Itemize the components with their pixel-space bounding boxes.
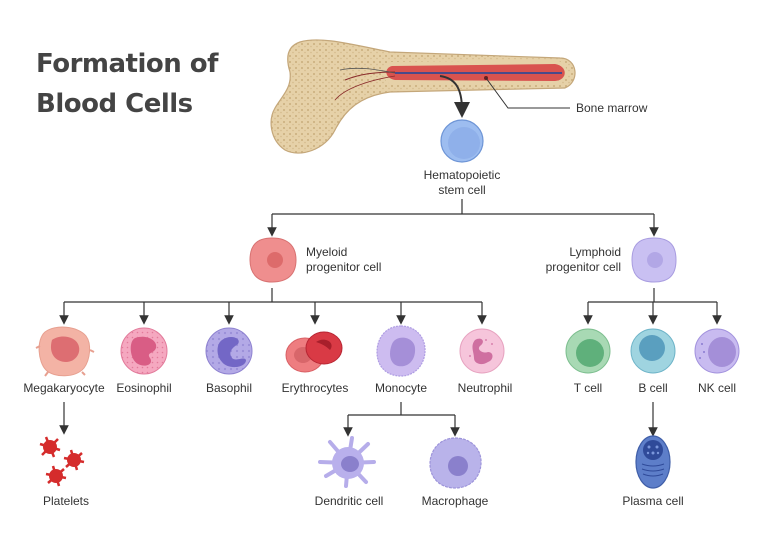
bone-marrow-label: Bone marrow xyxy=(576,101,648,115)
page-title: Formation of Blood Cells xyxy=(36,44,218,124)
b-cell-icon xyxy=(630,328,676,374)
lymphoid-label-line-2: progenitor cell xyxy=(545,260,621,274)
bone-marrow-pointer xyxy=(485,77,570,109)
myeloid-label-line-1: Myeloid xyxy=(306,245,348,259)
plasma-cell-icon xyxy=(635,435,671,489)
erythrocytes-label: Erythrocytes xyxy=(281,381,349,395)
eosinophil-icon xyxy=(120,327,168,375)
marrow-to-stem-arrow xyxy=(439,75,470,118)
basophil-icon xyxy=(205,327,253,375)
lymphoid-label-line-1: Lymphoid xyxy=(569,245,621,259)
megakaryocyte-icon xyxy=(35,326,95,377)
lymphoid-connectors xyxy=(583,288,722,325)
macrophage-label: Macrophage xyxy=(421,494,489,508)
erythrocytes-icon xyxy=(285,331,343,373)
lymphoid-progenitor-cell-icon xyxy=(631,237,677,283)
stem-connectors xyxy=(267,199,659,237)
myeloid-label: Myeloid progenitor cell xyxy=(306,245,381,275)
monocyte-label: Monocyte xyxy=(374,381,428,395)
title-line-1: Formation of xyxy=(36,49,218,79)
neutrophil-label: Neutrophil xyxy=(457,381,513,395)
monocyte-icon xyxy=(376,325,426,377)
basophil-label: Basophil xyxy=(205,381,253,395)
myeloid-progenitor-cell-icon xyxy=(249,237,297,283)
t-cell-icon xyxy=(565,328,611,374)
dendritic-cell-label: Dendritic cell xyxy=(314,494,384,508)
monocyte-connectors xyxy=(343,402,460,437)
platelets-icon xyxy=(39,436,85,487)
myeloid-label-line-2: progenitor cell xyxy=(306,260,382,274)
stem-cell-label-line-2: stem cell xyxy=(438,183,486,197)
femur-bone xyxy=(270,39,576,154)
stem-cell-label: Hematopoietic stem cell xyxy=(424,168,501,198)
macrophage-icon xyxy=(429,437,482,489)
stem-cell-label-line-1: Hematopoietic xyxy=(423,168,501,182)
title-line-2: Blood Cells xyxy=(36,89,193,119)
dendritic-cell-icon xyxy=(318,436,376,488)
nk-cell-icon xyxy=(694,328,740,374)
platelets-label: Platelets xyxy=(42,494,90,508)
myeloid-connectors xyxy=(59,288,487,325)
lymphoid-label: Lymphoid progenitor cell xyxy=(545,245,621,275)
plasma-cell-label: Plasma cell xyxy=(622,494,684,508)
t-cell-label: T cell xyxy=(573,381,603,395)
hematopoietic-stem-cell-icon xyxy=(440,119,484,163)
megakaryocyte-label: Megakaryocyte xyxy=(23,381,105,395)
nk-cell-label: NK cell xyxy=(697,381,737,395)
eosinophil-label: Eosinophil xyxy=(116,381,172,395)
b-cell-label: B cell xyxy=(638,381,668,395)
neutrophil-icon xyxy=(459,328,505,374)
